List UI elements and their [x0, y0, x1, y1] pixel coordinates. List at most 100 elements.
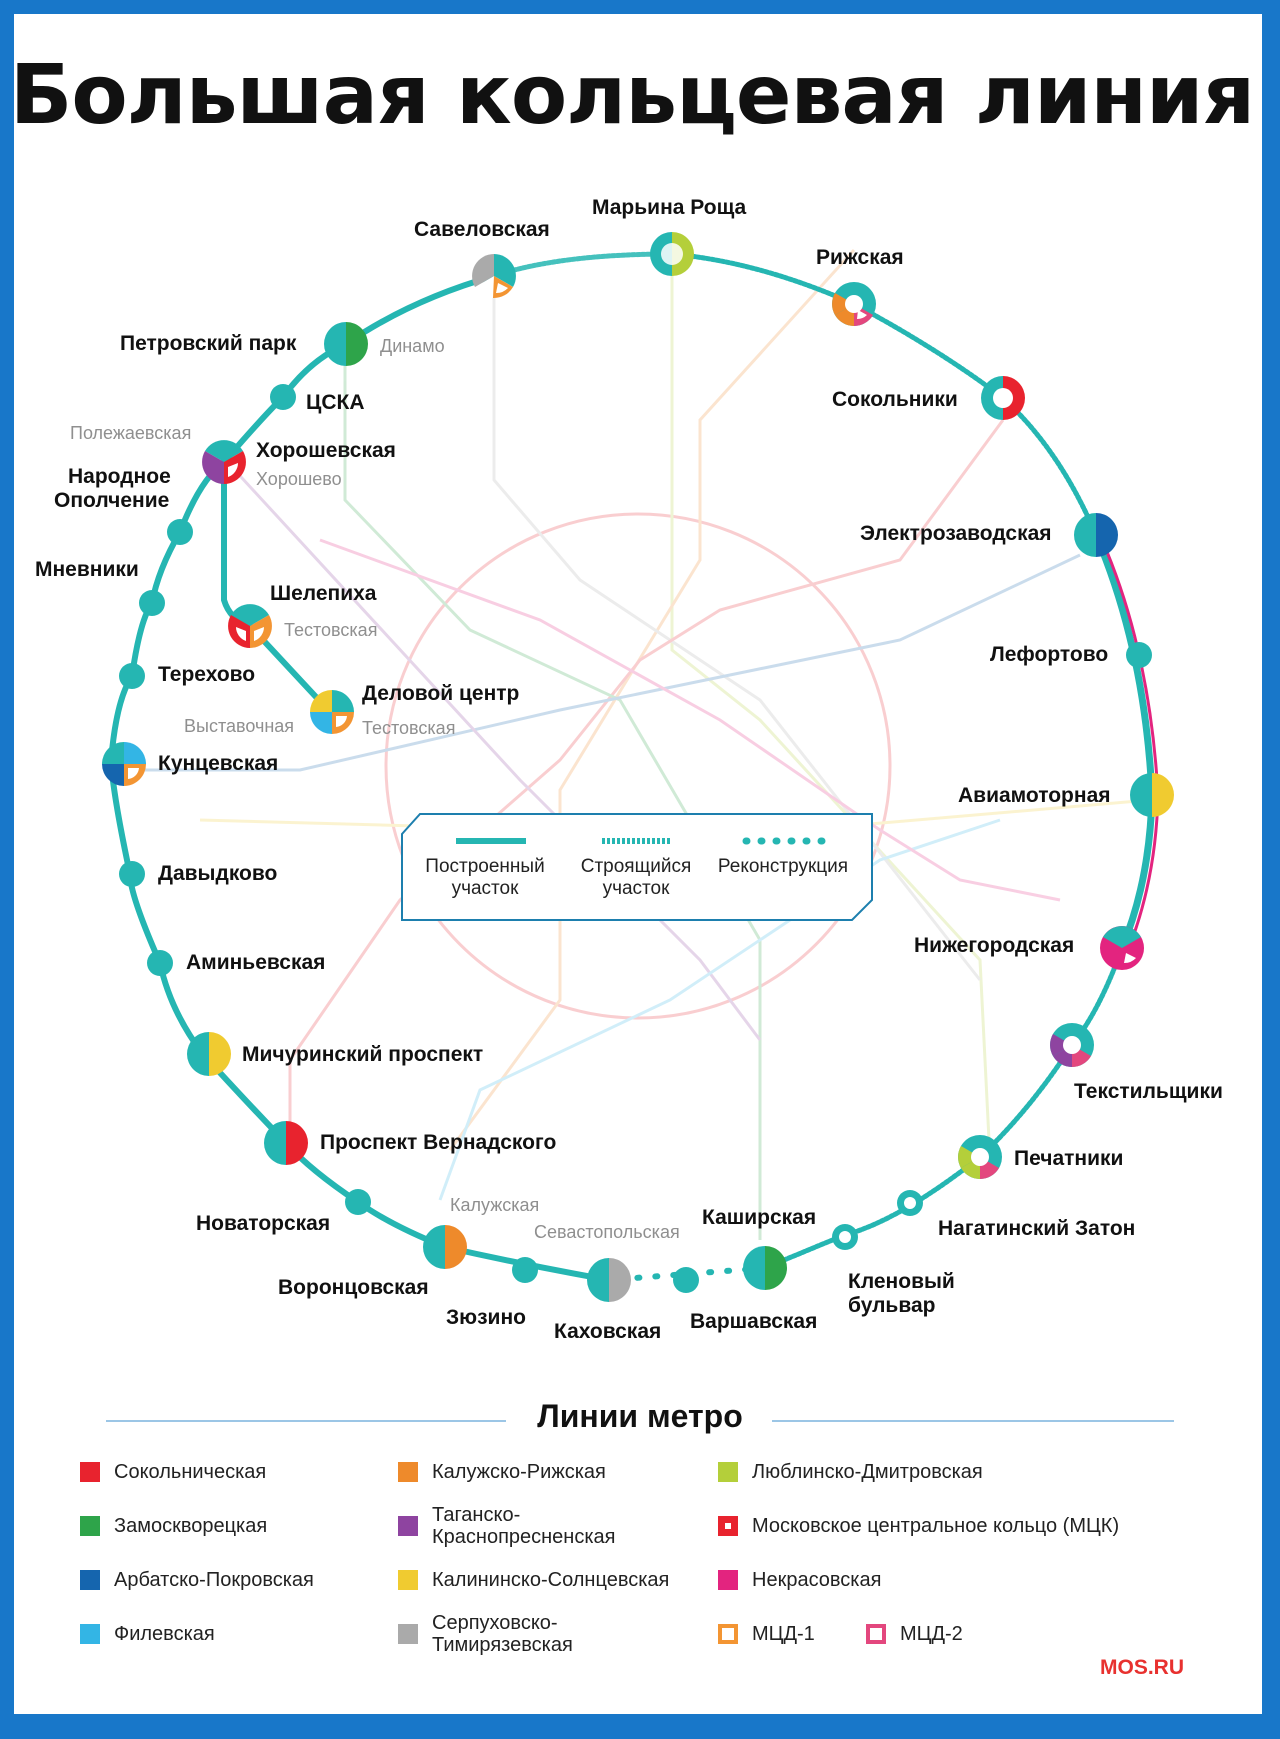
mck-ring-faint — [384, 512, 892, 1020]
legend-rule-right — [772, 1420, 1174, 1422]
station-khoroshevskaya — [202, 440, 246, 484]
station-nizhegorodskaya — [1100, 926, 1144, 970]
track-building — [491, 251, 675, 279]
label-davydkovo: Давыдково — [158, 862, 278, 885]
line-label: МЦД-2 — [900, 1623, 963, 1645]
legend-built-line2: участок — [451, 878, 519, 899]
brand-logo: MOS.RU — [1100, 1656, 1184, 1679]
line-label: МЦД-1 — [752, 1623, 815, 1645]
label-tekstilshchiki: Текстильщики — [1074, 1080, 1223, 1103]
line-label: Калужско-Рижская — [432, 1461, 606, 1483]
line-label: Калининско-Солнцевская — [432, 1569, 670, 1591]
station-dot-terekhovo — [119, 663, 145, 689]
station-delovoy-tsentr — [310, 690, 354, 734]
line-faint-nekrasovskaya — [319, 538, 1061, 902]
legend-built-line1: Построенный — [425, 856, 545, 877]
station-petrovsky-park — [324, 322, 368, 366]
line-label: Сокольническая — [114, 1461, 267, 1483]
transfer-vystavochnaya: Выставочная — [184, 716, 295, 736]
label-kuntsevskaya: Кунцевская — [158, 752, 279, 775]
line-faint-arbatskaya — [140, 553, 1081, 772]
label-nizhegorodskaya: Нижегородская — [914, 934, 1075, 957]
track-reconstruction — [606, 1265, 768, 1283]
track-building — [669, 251, 1099, 538]
label-rizhskaya: Рижская — [816, 246, 904, 269]
line-label: Некрасовская — [752, 1569, 882, 1591]
transfer-kaluzhskaya: Калужская — [450, 1195, 540, 1215]
station-dot-mnevniki — [139, 590, 165, 616]
line-faint-serpukhovskaya — [492, 270, 982, 981]
legend-reconstruction-label: Реконструкция — [717, 856, 849, 877]
label-petrovsky-park: Петровский парк — [120, 332, 297, 355]
station-dot-novatorskaya — [345, 1189, 371, 1215]
station-maryina-roshcha — [650, 232, 694, 276]
station-dot-cska — [270, 384, 296, 410]
label-kashirskaya: Каширская — [702, 1206, 817, 1229]
label-savelovskaya: Савеловская — [414, 218, 550, 241]
legend-building-line2: участок — [602, 878, 670, 899]
line-label: Люблинско-Дмитровская — [752, 1461, 983, 1483]
line-swatch — [398, 1570, 418, 1590]
line-swatch — [398, 1462, 418, 1482]
label-maryina-roshcha: Марьина Роща — [592, 196, 747, 219]
station-dot-davydkovo — [119, 861, 145, 887]
transfer-stations — [102, 232, 1174, 1302]
label-khoroshevskaya: Хорошевская — [256, 439, 396, 462]
station-savelovskaya — [472, 254, 516, 299]
line-faint-lyublinskaya — [670, 250, 992, 1161]
legend-building-label: Строящийся участок — [566, 856, 706, 900]
line-label: Московское центральное кольцо (МЦК) — [752, 1515, 1120, 1537]
station-dot-varshavskaya — [673, 1267, 699, 1293]
station-dot-zyuzino — [512, 1257, 538, 1283]
line-swatch — [718, 1570, 738, 1590]
label-delovoy-tsentr: Деловой центр — [362, 682, 520, 705]
line-label: Серпуховско- Тимирязевская — [432, 1612, 573, 1656]
line-swatch — [718, 1462, 738, 1482]
section-legend-frame — [401, 813, 873, 921]
line-swatch — [398, 1624, 418, 1644]
station-aviamotornaya — [1130, 773, 1174, 817]
line-swatch — [718, 1516, 738, 1536]
line-swatch — [80, 1462, 100, 1482]
label-klenovy-1: Кленовый — [848, 1270, 955, 1293]
line-faint-zamoskvoretskaya — [343, 350, 762, 1240]
line-swatch — [80, 1624, 100, 1644]
station-elektrozavodskaya — [1074, 513, 1118, 557]
station-kakhovskaya — [587, 1258, 631, 1302]
label-lefortovo: Лефортово — [990, 643, 1109, 666]
station-dot-lefortovo — [1126, 642, 1152, 668]
transfer-khoroshevo: Хорошево — [256, 469, 342, 489]
line-swatch — [80, 1570, 100, 1590]
label-nagatinsky-zaton: Нагатинский Затон — [938, 1217, 1136, 1240]
line-swatch — [866, 1624, 886, 1644]
station-dot-aminyevskaya — [147, 950, 173, 976]
legend-built-label: Построенный участок — [416, 856, 554, 900]
transfer-dinamo: Динамо — [380, 336, 445, 356]
label-elektrozavodskaya: Электрозаводская — [860, 522, 1052, 545]
line-label: Замоскворецкая — [114, 1515, 268, 1537]
mck-swatch-center — [725, 1523, 731, 1529]
line-label: Таганско- Краснопресненская — [432, 1504, 616, 1548]
label-vorontsovskaya: Воронцовская — [278, 1276, 429, 1299]
station-michurinsky — [187, 1032, 231, 1076]
transfer-testovskaya-2: Тестовская — [362, 718, 456, 738]
label-aviamotornaya: Авиамоторная — [958, 784, 1111, 807]
label-cska: ЦСКА — [306, 391, 365, 414]
transfer-sevastopolskaya: Севастопольская — [534, 1222, 680, 1242]
page-title: Большая кольцевая линия — [9, 48, 1255, 143]
label-novatorskaya: Новаторская — [196, 1212, 331, 1235]
station-vorontsovskaya — [423, 1225, 467, 1269]
station-sokolniki — [981, 376, 1025, 420]
station-prospekt-vernadskogo — [264, 1121, 308, 1165]
transfer-polezhaevskaya: Полежаевская — [70, 423, 192, 443]
label-michurinsky: Мичуринский проспект — [242, 1043, 484, 1066]
line-faint-kaluzhskaya — [448, 248, 856, 1151]
line-swatch — [398, 1516, 418, 1536]
station-kuntsevskaya — [102, 742, 146, 786]
transfer-testovskaya-1: Тестовская — [284, 620, 378, 640]
label-pechatniki: Печатники — [1014, 1147, 1124, 1170]
plain-stations — [119, 384, 1152, 1293]
line-faint-sokolnicheskaya — [288, 419, 1005, 1140]
label-terekhovo: Терехово — [158, 663, 256, 686]
